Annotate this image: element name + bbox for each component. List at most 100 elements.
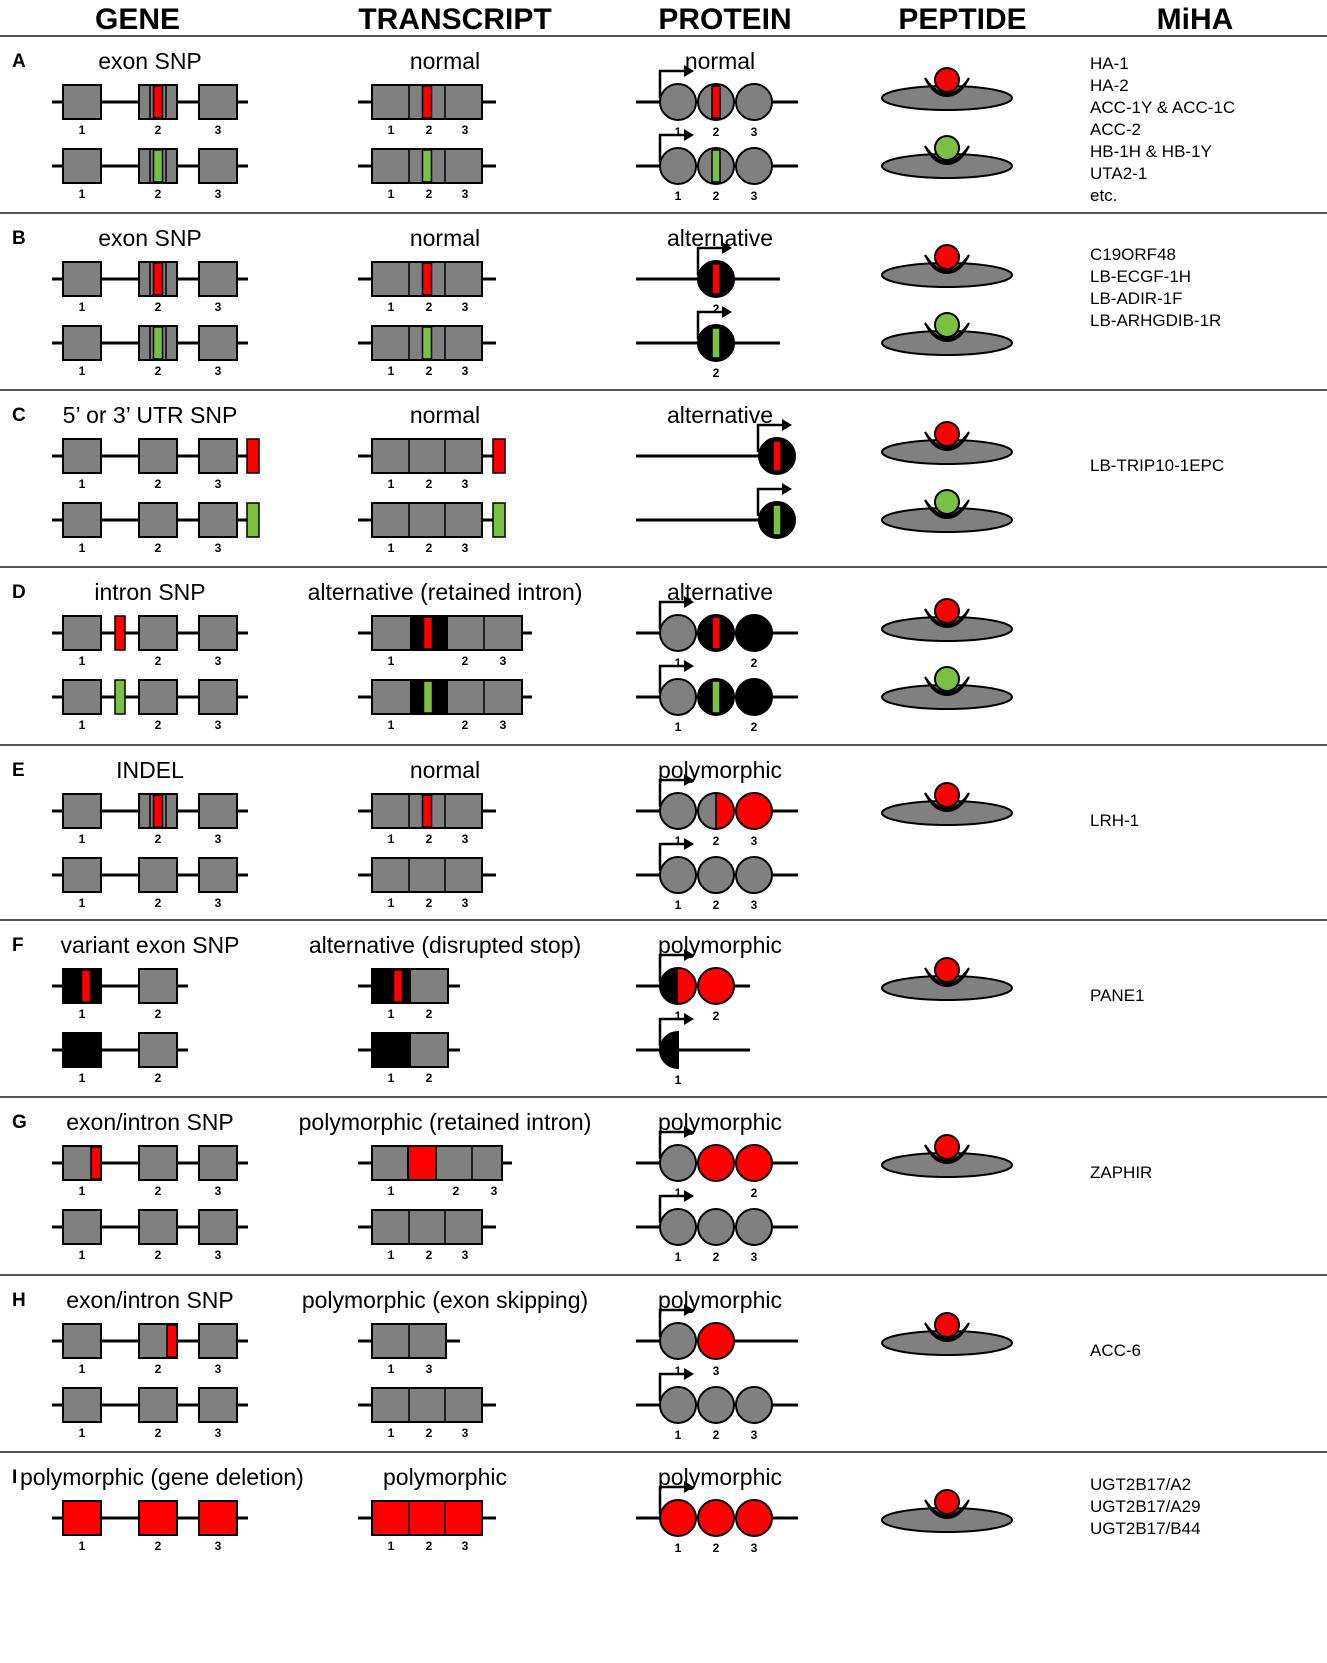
start-arrow: [658, 600, 686, 629]
gene-exon-number: 3: [215, 364, 222, 378]
gene-exon-number: 2: [155, 187, 162, 201]
gene-exon-box: [62, 84, 102, 120]
protein-number: 2: [713, 1250, 720, 1264]
gene-exon-number: 1: [79, 364, 86, 378]
gene-exon-number: 2: [155, 654, 162, 668]
transcript-exon-number: 1: [388, 654, 395, 668]
start-arrow: [658, 1485, 686, 1514]
transcript-exon-number: 1: [388, 123, 395, 137]
transcript-body: [371, 857, 483, 893]
protein-number: 2: [713, 302, 720, 316]
protein-circle: [659, 83, 697, 121]
protein-label: alternative: [666, 402, 774, 428]
snp-marker: [711, 680, 721, 714]
gene-exon-number: 2: [155, 1007, 162, 1021]
protein-circle: [735, 1386, 773, 1424]
transcript-exon-number: 2: [426, 1426, 433, 1440]
gene-label: INDEL: [116, 757, 184, 783]
panel-letter: A: [12, 51, 26, 72]
gene-exon-box: [62, 325, 102, 361]
protein-circle: [735, 1499, 773, 1537]
protein-number: 1: [675, 720, 682, 734]
gene-exon-number: 2: [155, 364, 162, 378]
transcript-exon-number: 2: [426, 1539, 433, 1553]
protein-number: 3: [751, 125, 758, 139]
snp-marker: [421, 326, 433, 360]
protein-number: 3: [751, 1250, 758, 1264]
protein-circle: [659, 967, 697, 1005]
miha-name: ACC-6: [1090, 1341, 1142, 1360]
protein-number: 1: [675, 125, 682, 139]
header-miha: MiHA: [1156, 3, 1234, 36]
gene-label: 5’ or 3’ UTR SNP: [62, 402, 238, 428]
gene-exon-number: 3: [215, 896, 222, 910]
gene-exon-number: 1: [79, 718, 86, 732]
mhc-cup: [924, 676, 970, 697]
gene-exon-number: 1: [79, 1426, 86, 1440]
gene-exon-box: [138, 1209, 178, 1245]
transcript-exon-number: 3: [462, 1426, 469, 1440]
transcript-exon-number: 1: [388, 1184, 395, 1198]
transcript-exon-number: 1: [388, 187, 395, 201]
panel-letter: F: [12, 935, 24, 956]
gene-exon-box: [62, 502, 102, 538]
gene-exon-box: [138, 968, 178, 1004]
transcript-exon-number: 1: [388, 832, 395, 846]
peptide-red: [934, 244, 960, 270]
transcript-exon-number: 1: [388, 364, 395, 378]
protein-number: 2: [713, 125, 720, 139]
snp-marker: [422, 680, 434, 714]
panel-divider: [0, 1096, 1327, 1098]
transcript-exon-number: 1: [388, 477, 395, 491]
start-arrow-head: [684, 65, 694, 77]
gene-exon-box: [62, 438, 102, 474]
start-arrow-head: [684, 596, 694, 608]
panel-divider: [0, 389, 1327, 391]
header-gene: GENE: [94, 3, 181, 36]
protein-circle: [735, 1208, 773, 1246]
mhc-cup: [924, 77, 970, 98]
protein-circle: [697, 1386, 735, 1424]
miha-name: UGT2B17/A29: [1090, 1497, 1201, 1516]
protein-label: normal: [684, 48, 756, 74]
transcript-exon-number: 2: [426, 832, 433, 846]
snp-marker: [152, 149, 164, 183]
start-arrow-head: [684, 774, 694, 786]
snp-marker: [166, 1324, 178, 1358]
transcript-label: normal: [409, 757, 481, 783]
protein-number: 1: [675, 1428, 682, 1442]
protein-label: polymorphic: [658, 757, 782, 783]
start-arrow-head: [684, 660, 694, 672]
gene-exon-number: 3: [215, 1362, 222, 1376]
transcript-exon-number: 2: [426, 1071, 433, 1085]
start-arrow-head: [782, 419, 792, 431]
gene-label: exon/intron SNP: [66, 1109, 234, 1135]
protein-number: 3: [751, 1428, 758, 1442]
transcript-exon-box: [409, 968, 449, 1004]
protein-circle: [735, 792, 773, 830]
protein-half: [659, 1030, 679, 1070]
start-arrow-head: [684, 1304, 694, 1316]
transcript-label: alternative (retained intron): [307, 579, 583, 605]
transcript-exon-number: 3: [491, 1184, 498, 1198]
transcript-exon-number: 3: [426, 1362, 433, 1376]
transcript-exon-number: 1: [388, 1426, 395, 1440]
protein-number: 3: [713, 1364, 720, 1378]
panel-letter: H: [12, 1290, 26, 1311]
protein-label: polymorphic: [658, 932, 782, 958]
gene-exon-number: 2: [155, 1071, 162, 1085]
gene-exon-box: [138, 1032, 178, 1068]
transcript-exon-number: 2: [426, 364, 433, 378]
miha-name: ACC-1Y & ACC-1C: [1090, 98, 1236, 117]
retained-intron-block: [407, 1145, 437, 1181]
mhc-cup: [924, 1144, 970, 1165]
protein-circle: [659, 1144, 697, 1182]
transcript-exon-number: 2: [462, 654, 469, 668]
transcript-exon-box: [371, 1032, 411, 1068]
gene-exon-number: 3: [215, 1248, 222, 1262]
miha-name: LB-ECGF-1H: [1090, 267, 1192, 286]
gene-exon-number: 3: [215, 1184, 222, 1198]
mhc-cup: [924, 145, 970, 166]
protein-label: polymorphic: [658, 1109, 782, 1135]
transcript-exon-number: 3: [500, 654, 507, 668]
